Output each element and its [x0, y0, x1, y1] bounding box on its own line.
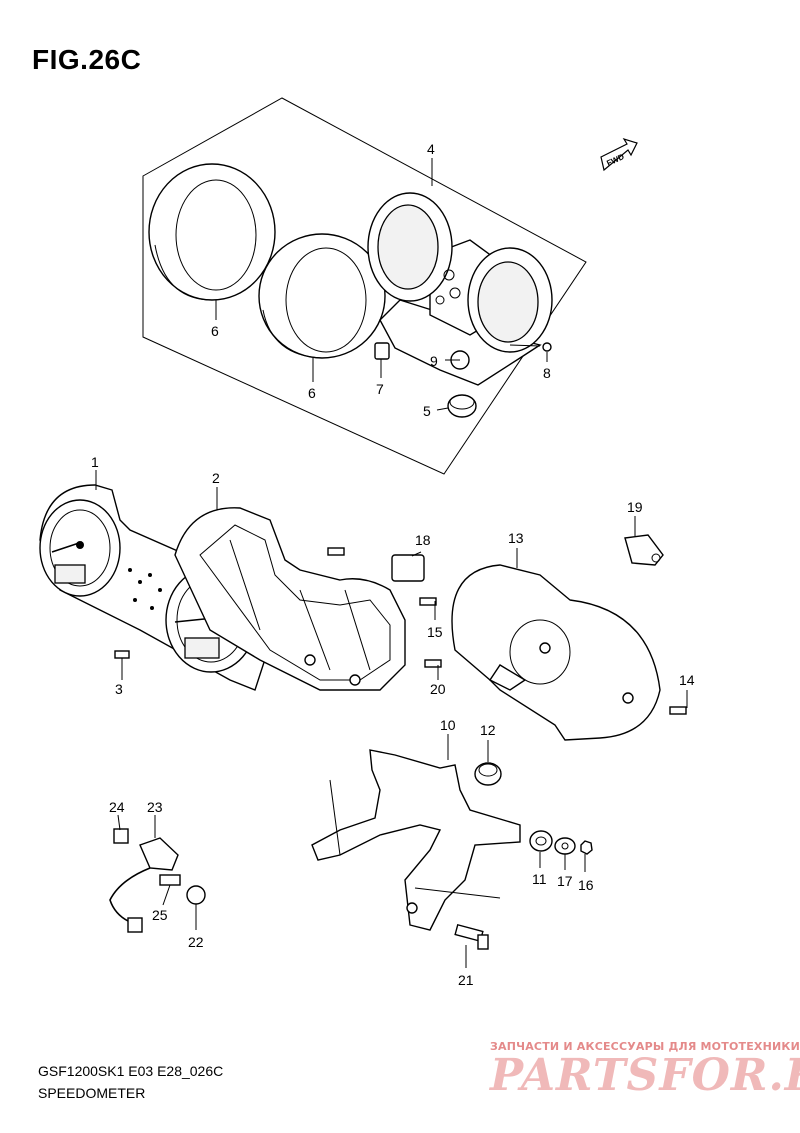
fwd-arrow-icon: FWD [600, 137, 638, 172]
watermark-tagline: ЗАПЧАСТИ И АКСЕССУАРЫ ДЛЯ МОТОТЕХНИКИ [490, 1040, 800, 1053]
part-15-screw [419, 597, 437, 606]
callout-25: 25 [152, 907, 168, 923]
part-21-bolt [454, 923, 489, 950]
meter-visor-ring-right [258, 233, 386, 359]
part-25-bolt [159, 874, 181, 886]
meter-bracket [311, 749, 521, 931]
callout-19: 19 [627, 499, 643, 515]
part-14-screw [669, 706, 687, 715]
part-19-grommet [624, 534, 664, 566]
part-16-nut [580, 840, 593, 855]
part-7-clip [374, 342, 390, 360]
meter-housing [174, 507, 406, 691]
callout-24: 24 [109, 799, 125, 815]
part-11-cushion [529, 830, 553, 852]
part-8-screw [542, 342, 552, 352]
speed-sensor [109, 828, 179, 933]
callout-1: 1 [91, 454, 99, 470]
part-22-nut [186, 885, 206, 905]
callout-20: 20 [430, 681, 446, 697]
housing-screw [327, 547, 345, 556]
assembly-outline-box [142, 97, 587, 475]
part-5-cap [447, 394, 477, 418]
callout-15: 15 [427, 624, 443, 640]
callout-4: 4 [427, 141, 435, 157]
callout-7: 7 [376, 381, 384, 397]
figure-title: FIG.26C [32, 44, 142, 75]
callout-17: 17 [557, 873, 573, 889]
watermark-brand: PARTSFOR.RU [490, 1050, 800, 1101]
part-12-damper [474, 762, 502, 786]
callout-22: 22 [188, 934, 204, 950]
callout-14: 14 [679, 672, 695, 688]
callout-23: 23 [147, 799, 163, 815]
callout-3: 3 [115, 681, 123, 697]
callout-8: 8 [543, 365, 551, 381]
part-17-washer [554, 837, 576, 855]
callout-6-left: 6 [211, 323, 219, 339]
callout-11: 11 [532, 871, 547, 887]
callout-18: 18 [415, 532, 431, 548]
callout-13: 13 [508, 530, 524, 546]
meter-visor-ring-left [148, 163, 276, 301]
callout-21: 21 [458, 972, 474, 988]
part-18-connector [391, 554, 425, 582]
callout-10: 10 [440, 717, 456, 733]
meter-rear-cover [451, 564, 661, 741]
part-3-screw [114, 650, 130, 659]
callout-6-right: 6 [308, 385, 316, 401]
callout-5: 5 [423, 403, 431, 419]
section-name: SPEEDOMETER [38, 1085, 146, 1101]
part-20-screw [424, 659, 442, 668]
callout-16: 16 [578, 877, 594, 893]
callout-2: 2 [212, 470, 220, 486]
model-code: GSF1200SK1 E03 E28_026C [38, 1063, 224, 1079]
meter-case-assembly [367, 192, 553, 386]
callout-12: 12 [480, 722, 496, 738]
leader-lines [95, 300, 688, 968]
callout-9: 9 [430, 353, 438, 369]
